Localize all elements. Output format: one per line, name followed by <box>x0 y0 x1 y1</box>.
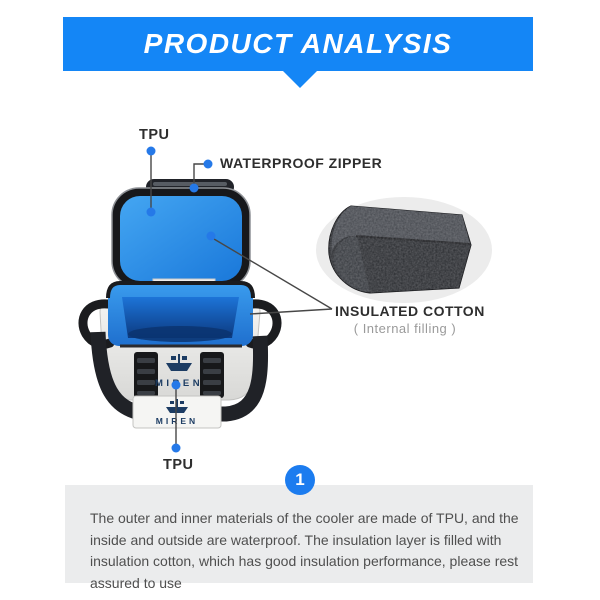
bag-body <box>99 298 261 401</box>
description-box: The outer and inner materials of the coo… <box>65 485 533 591</box>
brand-name-patch: MIREN <box>156 416 198 426</box>
front-webbing-right <box>200 352 224 398</box>
tpu-top-label: TPU <box>139 127 170 143</box>
brand-logo-icon <box>166 354 192 371</box>
lid-handle <box>146 179 234 195</box>
zipper-edge <box>106 281 255 299</box>
hinge-strip <box>152 278 216 293</box>
description-text: The outer and inner materials of the coo… <box>90 510 519 591</box>
foam-shadow <box>316 197 492 303</box>
page-title: PRODUCT ANALYSIS <box>143 28 453 59</box>
foam-block <box>328 205 472 294</box>
tpu-bottom-dot-icon <box>171 443 181 453</box>
foam-cut-face <box>333 236 370 292</box>
tpu-top-dot-icon <box>146 146 156 156</box>
insulated-cotton-label: INSULATED COTTON <box>335 303 485 319</box>
callout-lines <box>150 155 333 444</box>
step-number-badge: 1 <box>285 465 315 495</box>
shoulder-strap <box>90 331 269 422</box>
strap-patch: MIREN <box>132 395 222 429</box>
right-side-handle <box>245 299 282 349</box>
foam-sample-image <box>316 197 492 303</box>
front-webbing-left <box>134 352 158 398</box>
brand-name-front: MIREN <box>155 378 203 389</box>
lid-interior <box>120 196 242 281</box>
zipper-target-dot-icon <box>189 183 199 193</box>
header-banner: PRODUCT ANALYSIS <box>63 17 533 71</box>
opening-rim <box>108 283 253 346</box>
insulated-cotton-sublabel: ( Internal filling ) <box>353 321 457 336</box>
foam-top-face <box>331 206 470 251</box>
callout-dots <box>146 146 216 453</box>
cooler-bag-image: MIREN MIREN <box>78 179 282 429</box>
tpu-bottom-label: TPU <box>163 457 194 473</box>
zipper-label-dot-icon <box>203 159 213 169</box>
left-side-handle <box>78 299 115 349</box>
tpu-lid-dot-icon <box>146 207 156 217</box>
banner-pointer-icon <box>283 71 317 88</box>
insulation-lid-dot-icon <box>206 231 216 241</box>
foam-texture <box>328 206 471 293</box>
opening-cavity <box>122 297 239 338</box>
lid-outer <box>111 187 251 289</box>
brand-logo-patch-icon <box>166 399 188 413</box>
waterproof-zipper-label: WATERPROOF ZIPPER <box>220 155 383 171</box>
tpu-bottom-target-dot-icon <box>171 380 181 390</box>
